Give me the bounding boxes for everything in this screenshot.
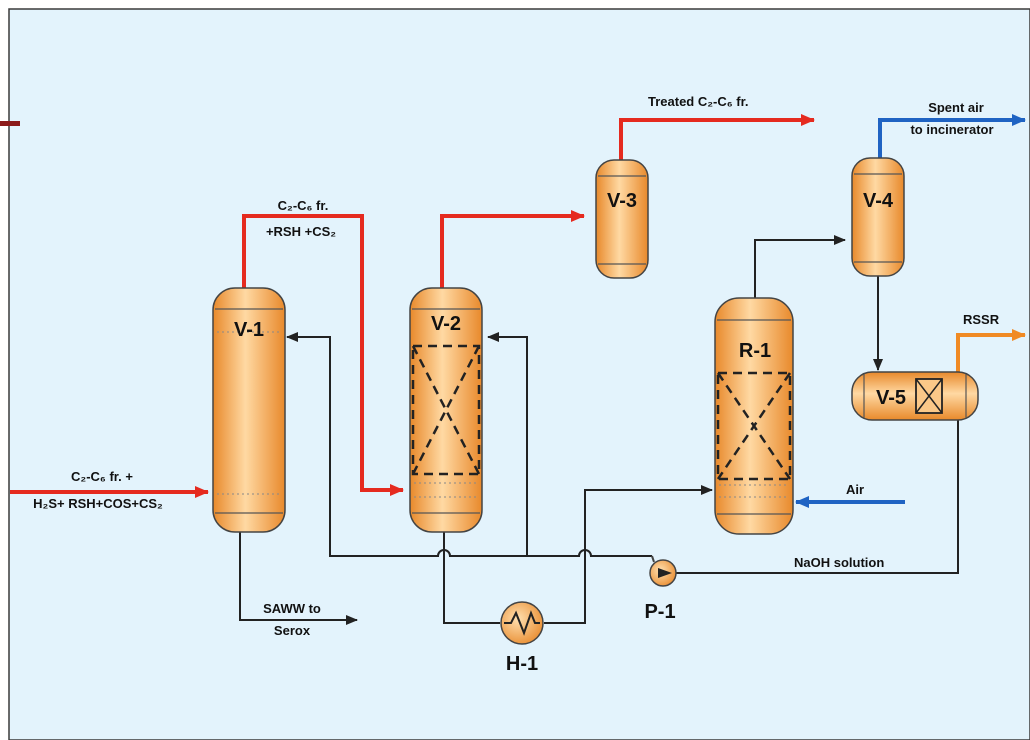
r1-label: R-1 (739, 340, 771, 362)
heater-h1: H-1 (500, 601, 544, 675)
v2-overhead-line (440, 210, 585, 290)
pump-discharge-header (286, 332, 652, 557)
overhead-label-line1: C₂-C₆ fr. (278, 198, 329, 213)
p1-label: P-1 (644, 601, 675, 623)
air-label: Air (846, 482, 864, 497)
v1-overhead-line (242, 214, 404, 496)
v1-label: V-1 (234, 319, 264, 341)
treated-label: Treated C₂-C₆ fr. (648, 94, 749, 109)
rssr-label: RSSR (963, 312, 1000, 327)
reactor-r1: R-1 (714, 297, 794, 535)
vessel-v3: V-3 (595, 159, 649, 279)
pump-p1: P-1 (644, 555, 677, 623)
overhead-label-line2: +RSH +CS₂ (266, 224, 336, 239)
spent-air-line (878, 114, 1026, 160)
naoh-solution-line (672, 420, 959, 574)
v2-packed-bed (411, 344, 481, 476)
r1-packed-bed (716, 371, 792, 481)
v3-label: V-3 (607, 190, 637, 212)
vessel-v1: V-1 (212, 287, 286, 533)
saww-label-line1: SAWW to (263, 601, 321, 616)
spent-air-label-line2: to incinerator (910, 122, 993, 137)
heater-outlet-line (544, 485, 713, 624)
separator-v5: V-5 (851, 371, 979, 421)
h1-label: H-1 (506, 653, 538, 675)
naoh-label: NaOH solution (794, 555, 884, 570)
feed-label-line2: H₂S+ RSH+COS+CS₂ (33, 496, 163, 511)
rssr-line (956, 329, 1026, 372)
saww-line (239, 530, 358, 625)
v2-label: V-2 (431, 313, 461, 335)
saww-label-line2: Serox (274, 623, 311, 638)
v2-bottoms-line (443, 530, 500, 624)
v4-label: V-4 (863, 190, 894, 212)
vessel-v4: V-4 (851, 157, 905, 277)
treated-product-line (619, 114, 815, 162)
accent-bar (0, 121, 20, 126)
v5-label: V-5 (876, 387, 906, 409)
spent-air-label-line1: Spent air (928, 100, 984, 115)
v2-caustic-feed-line (487, 332, 528, 556)
feed-label-line1: C₂-C₆ fr. + (71, 469, 133, 484)
vessel-v2: V-2 (409, 287, 483, 533)
r1-overhead-line (754, 235, 846, 300)
